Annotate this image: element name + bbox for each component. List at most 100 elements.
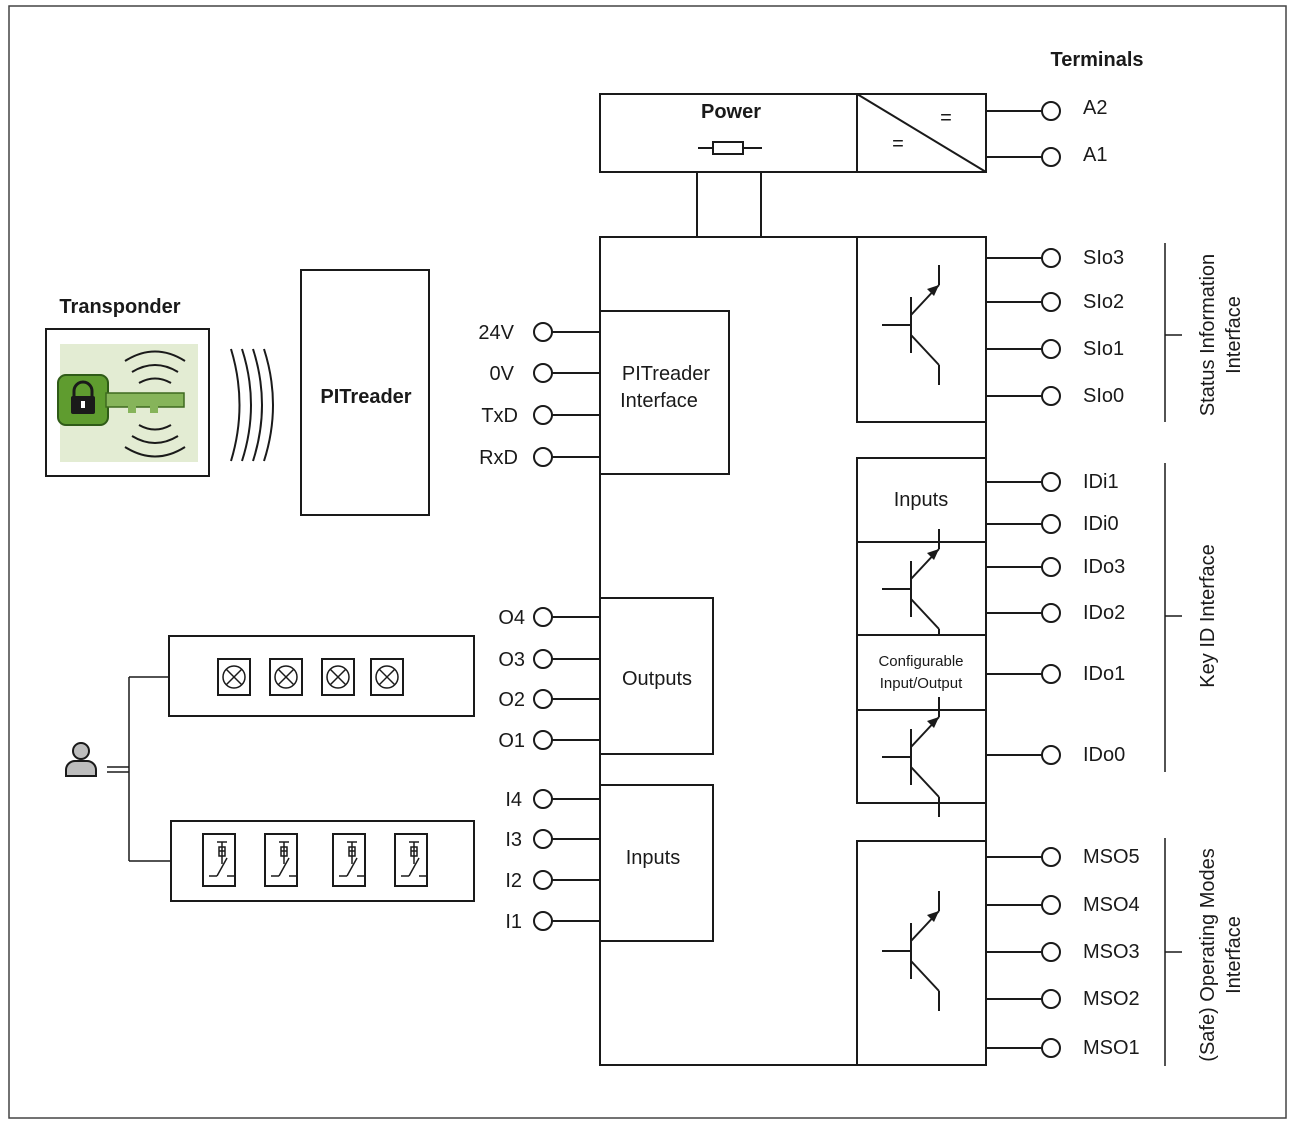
inputs-label: Inputs (626, 847, 680, 869)
key-id-label: Key ID Interface (1197, 544, 1219, 687)
terminal-ido3[interactable]: IDo3 (986, 556, 1125, 578)
terminal-mso5-label: MSO5 (1083, 846, 1140, 868)
operating-modes-label-line2: Interface (1223, 916, 1245, 994)
lamp-icon (370, 658, 404, 696)
wireless-signal-icon (230, 348, 274, 462)
pitreader-box (300, 269, 430, 516)
operating-modes-block (856, 840, 987, 1066)
terminal-ido1[interactable]: IDo1 (986, 663, 1125, 685)
status-information-label-line2: Interface (1223, 296, 1245, 374)
power-eq-bottom: = (892, 133, 904, 155)
terminal-mso3-label: MSO3 (1083, 941, 1140, 963)
terminal-txd[interactable]: TxD (481, 405, 600, 427)
transponder-image (57, 344, 198, 462)
terminal-o3-label: O3 (498, 649, 525, 671)
inputs-block (599, 784, 714, 942)
terminal-sio3[interactable]: SIo3 (986, 247, 1124, 269)
terminal-a2-label: A2 (1083, 97, 1107, 119)
terminal-i4[interactable]: I4 (505, 789, 600, 811)
terminal-o2-label: O2 (498, 689, 525, 711)
pushbutton-icon (332, 833, 366, 887)
pitreader-interface-line2: Interface (620, 390, 698, 412)
terminal-mso3[interactable]: MSO3 (986, 941, 1140, 963)
power-block (599, 93, 987, 173)
terminal-i3[interactable]: I3 (505, 829, 600, 851)
terminal-i1-label: I1 (505, 911, 522, 933)
terminal-ido0-label: IDo0 (1083, 744, 1125, 766)
outputs-label: Outputs (622, 668, 692, 690)
terminal-i1[interactable]: I1 (505, 911, 600, 933)
user-connection-lines (107, 676, 171, 862)
terminal-idi0[interactable]: IDi0 (986, 513, 1119, 535)
terminal-ido0[interactable]: IDo0 (986, 744, 1125, 766)
terminal-o1-label: O1 (498, 730, 525, 752)
fuse-icon (698, 141, 762, 155)
pitreader-label: PITreader (320, 386, 411, 408)
terminal-mso1[interactable]: MSO1 (986, 1037, 1140, 1059)
outputs-block (599, 597, 714, 755)
terminal-a1[interactable]: A1 (986, 144, 1107, 167)
power-eq-top: = (940, 107, 952, 129)
lock-icon (71, 380, 95, 414)
pushbutton-icon (264, 833, 298, 887)
terminal-sio3-label: SIo3 (1083, 247, 1124, 269)
terminal-0v[interactable]: 0V (490, 363, 600, 385)
pushbutton-icon (394, 833, 428, 887)
terminal-a1-label: A1 (1083, 144, 1107, 166)
terminal-ido2-label: IDo2 (1083, 602, 1125, 624)
outer-frame (8, 5, 1287, 1119)
terminal-rxd[interactable]: RxD (479, 447, 600, 469)
terminal-sio0[interactable]: SIo0 (986, 385, 1124, 407)
terminal-idi0-label: IDi0 (1083, 513, 1119, 535)
terminal-0v-label: 0V (490, 363, 515, 385)
transponder-label: Transponder (59, 296, 180, 318)
terminal-ido3-label: IDo3 (1083, 556, 1125, 578)
terminal-o2[interactable]: O2 (498, 689, 600, 711)
status-information-block (856, 236, 987, 423)
lamp-icon (321, 658, 355, 696)
terminal-i4-label: I4 (505, 789, 522, 811)
dc-dc-converter-icon (856, 93, 987, 173)
terminal-ido1-label: IDo1 (1083, 663, 1125, 685)
power-label: Power (701, 101, 761, 123)
terminal-rxd-label: RxD (479, 447, 518, 469)
terminal-o4[interactable]: O4 (498, 607, 600, 629)
terminal-ido2[interactable]: IDo2 (986, 602, 1125, 624)
terminal-a2[interactable]: A2 (986, 97, 1107, 121)
terminal-o3[interactable]: O3 (498, 649, 600, 671)
operating-modes-bracket (1164, 838, 1182, 1066)
terminal-idi1-label: IDi1 (1083, 471, 1119, 493)
terminals-heading: Terminals (1051, 49, 1144, 71)
key-id-inputs-block (856, 457, 987, 543)
terminal-mso4-label: MSO4 (1083, 894, 1140, 916)
lamp-icon (217, 658, 251, 696)
status-information-bracket (1164, 243, 1182, 422)
terminal-o4-label: O4 (498, 607, 525, 629)
terminal-mso2[interactable]: MSO2 (986, 988, 1140, 1010)
terminal-sio2[interactable]: SIo2 (986, 291, 1124, 313)
key-id-bracket (1164, 463, 1182, 772)
key-id-inputs-label: Inputs (894, 489, 948, 511)
key-id-output-block-2 (856, 709, 987, 804)
key-id-output-block-1 (856, 541, 987, 636)
terminal-mso1-label: MSO1 (1083, 1037, 1140, 1059)
operating-modes-label-line1: (Safe) Operating Modes (1197, 848, 1219, 1061)
terminal-idi1[interactable]: IDi1 (986, 471, 1119, 493)
terminal-mso4[interactable]: MSO4 (986, 894, 1140, 916)
configurable-io-line1: Configurable (878, 653, 963, 670)
terminal-24v[interactable]: 24V (478, 322, 600, 344)
terminal-mso5[interactable]: MSO5 (986, 846, 1140, 868)
terminal-mso2-label: MSO2 (1083, 988, 1140, 1010)
terminal-i2-label: I2 (505, 870, 522, 892)
pushbutton-icon (202, 833, 236, 887)
pitreader-interface-line1: PITreader (622, 363, 711, 385)
terminal-o1[interactable]: O1 (498, 730, 600, 752)
configurable-io-block (856, 634, 987, 711)
terminal-txd-label: TxD (481, 405, 518, 427)
terminal-sio1-label: SIo1 (1083, 338, 1124, 360)
terminal-i2[interactable]: I2 (505, 870, 600, 892)
status-information-label-line1: Status Information (1197, 254, 1219, 416)
terminal-sio1[interactable]: SIo1 (986, 338, 1124, 360)
configurable-io-line2: Input/Output (880, 675, 963, 692)
